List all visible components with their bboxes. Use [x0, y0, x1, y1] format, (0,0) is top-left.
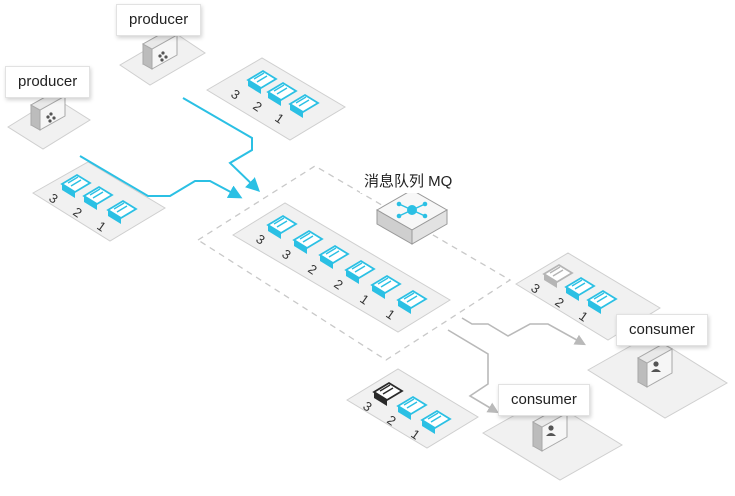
mq-region-outline	[196, 165, 512, 361]
message-icon	[586, 289, 618, 314]
arrow-producer-left-to-mq	[79, 155, 243, 199]
message-icon	[396, 395, 428, 420]
message-icon	[292, 229, 324, 254]
network-hub-icon	[396, 201, 428, 219]
user-icon	[651, 361, 661, 372]
fan-icon	[46, 112, 56, 123]
message-icon	[564, 276, 596, 301]
consumer-right-server	[636, 343, 674, 388]
mq-broker-box	[375, 189, 449, 245]
message-icon	[420, 409, 452, 434]
message-icon	[60, 173, 92, 198]
arrow-mq-to-consumer-right	[461, 317, 586, 346]
fan-icon	[158, 51, 168, 62]
message-icon	[288, 93, 320, 118]
message-icon	[266, 214, 298, 239]
consumer-bottom-server	[531, 407, 569, 452]
queue-batch-platform	[232, 202, 451, 333]
arrow-mq-to-consumer-bottom	[447, 329, 499, 414]
producer-top-label: producer	[116, 4, 202, 36]
consumer-bottom-label: consumer	[498, 384, 590, 416]
message-icon	[82, 185, 114, 210]
message-icon	[370, 274, 402, 299]
queue-batch: 3 3 2 2 1 1	[253, 214, 428, 323]
producer-left-label: producer	[5, 66, 91, 98]
message-icon	[396, 289, 428, 314]
producer-left-batch: 3 2 1	[46, 173, 138, 235]
message-icon	[266, 81, 298, 106]
message-icon	[246, 69, 278, 94]
message-icon-read	[542, 263, 574, 288]
message-icon	[106, 199, 138, 224]
consumer-right-batch: 3 2 1	[528, 263, 618, 325]
consumer-right-label: consumer	[616, 314, 708, 346]
user-icon	[546, 425, 556, 436]
message-icon	[318, 244, 350, 269]
message-icon	[344, 259, 376, 284]
arrow-producer-top-to-mq	[182, 97, 261, 192]
message-icon-active	[372, 381, 404, 406]
mq-label: 消息队列 MQ	[360, 168, 457, 193]
